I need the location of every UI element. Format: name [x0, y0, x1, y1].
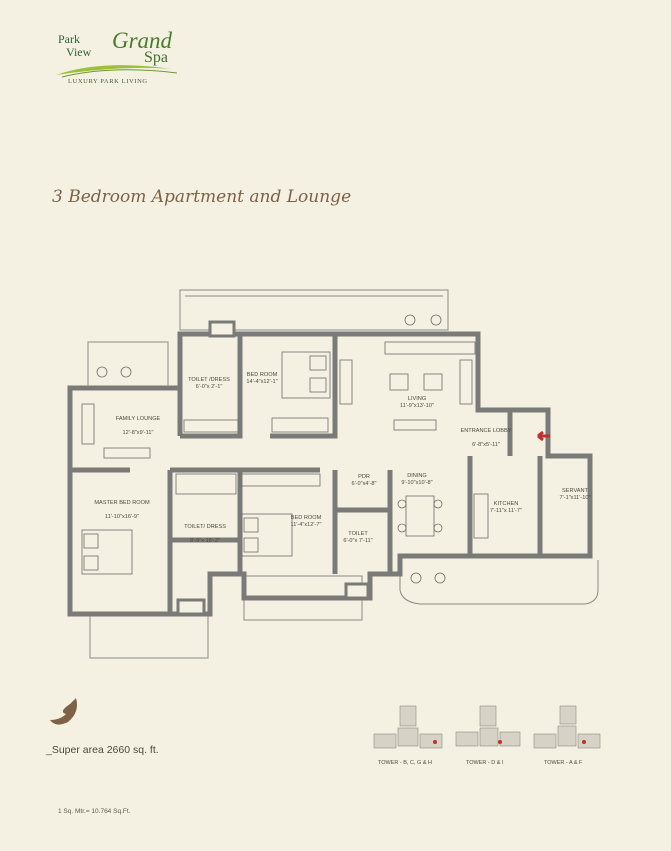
tower-keyplan-icons — [373, 705, 601, 749]
room-name: PDR — [358, 474, 370, 480]
brand-logo: Park View Grand Spa LUXURY PARK LIVING — [52, 25, 202, 95]
floor-plan: TOILET /DRESS 6'-0"x 2'-1" BED ROOM 14'-… — [67, 289, 599, 659]
logo-view: View — [66, 45, 92, 59]
furniture — [81, 314, 489, 584]
room-size: 14'-4"x12'-1" — [246, 379, 277, 385]
room-name: TOILET — [348, 531, 368, 537]
balcony-top — [179, 289, 449, 331]
room-name: LIVING — [408, 396, 426, 402]
balcony-curved — [399, 560, 599, 605]
super-area-value: Super area 2660 sq. ft. — [51, 744, 159, 756]
room-name: TOILET /DRESS — [188, 377, 230, 383]
room-name: SERVANT — [562, 488, 588, 494]
room-name: DINING — [407, 473, 427, 479]
room-name: KITCHEN — [494, 501, 519, 507]
balcony-bottom-left — [89, 613, 209, 659]
entrance-arrow-icon — [537, 430, 550, 442]
logo-park: Park — [58, 32, 80, 46]
room-name: BED ROOM — [291, 515, 322, 521]
room-size: 6'-0"x4'-8" — [351, 481, 376, 487]
walls — [67, 331, 593, 617]
balconies — [87, 289, 599, 659]
page-title: 3 Bedroom Apartment and Lounge — [52, 187, 352, 207]
room-name: BED ROOM — [247, 372, 278, 378]
tower-label: TOWER - A & F — [544, 760, 583, 766]
room-size: 7'-1"x11'-10" — [560, 495, 591, 501]
room-name: TOILET/ DRESS — [184, 524, 226, 530]
logo-tagline: LUXURY PARK LIVING — [68, 78, 148, 85]
room-size: 6'-8"x5'-11" — [472, 442, 500, 448]
logo-swoosh-icon — [56, 65, 178, 78]
room-labels: TOILET /DRESS 6'-0"x 2'-1" BED ROOM 14'-… — [94, 372, 590, 544]
balcony-left — [87, 341, 169, 387]
room-size: 6'-0"x 7'-11" — [343, 538, 372, 544]
logo-spa: Spa — [144, 49, 168, 66]
tower-key-plans: TOWER - B, C, G & H TOWER - D & I TOWER … — [372, 702, 612, 772]
tower-label: TOWER - B, C, G & H — [378, 760, 432, 766]
tower-label: TOWER - D & I — [466, 760, 504, 766]
room-name: MASTER BED ROOM — [94, 500, 150, 506]
room-size: 9'-10"x10'-8" — [401, 480, 432, 486]
room-size: 12'-8"x9'-11" — [123, 430, 154, 436]
room-size: 8'-9"x 15'-3" — [190, 538, 220, 544]
room-size: 11'-4"x12'-7" — [291, 522, 322, 528]
room-size: 11'-9"x13'-10" — [400, 403, 434, 409]
room-size: 11'-10"x16'-9" — [105, 514, 139, 520]
room-size: 6'-0"x 2'-1" — [196, 384, 223, 390]
room-size: 7'-11"x 11'-7" — [490, 508, 522, 514]
leaf-ornament-icon — [50, 698, 77, 725]
super-area-text: _Super area 2660 sq. ft. — [46, 744, 159, 756]
room-name: FAMILY LOUNGE — [116, 416, 161, 422]
room-name: ENTRANCE LOBBY — [461, 428, 512, 434]
logo-grand: Grand — [112, 28, 173, 53]
conversion-note: 1 Sq. Mtr.= 10.764 Sq.Ft. — [58, 808, 131, 815]
